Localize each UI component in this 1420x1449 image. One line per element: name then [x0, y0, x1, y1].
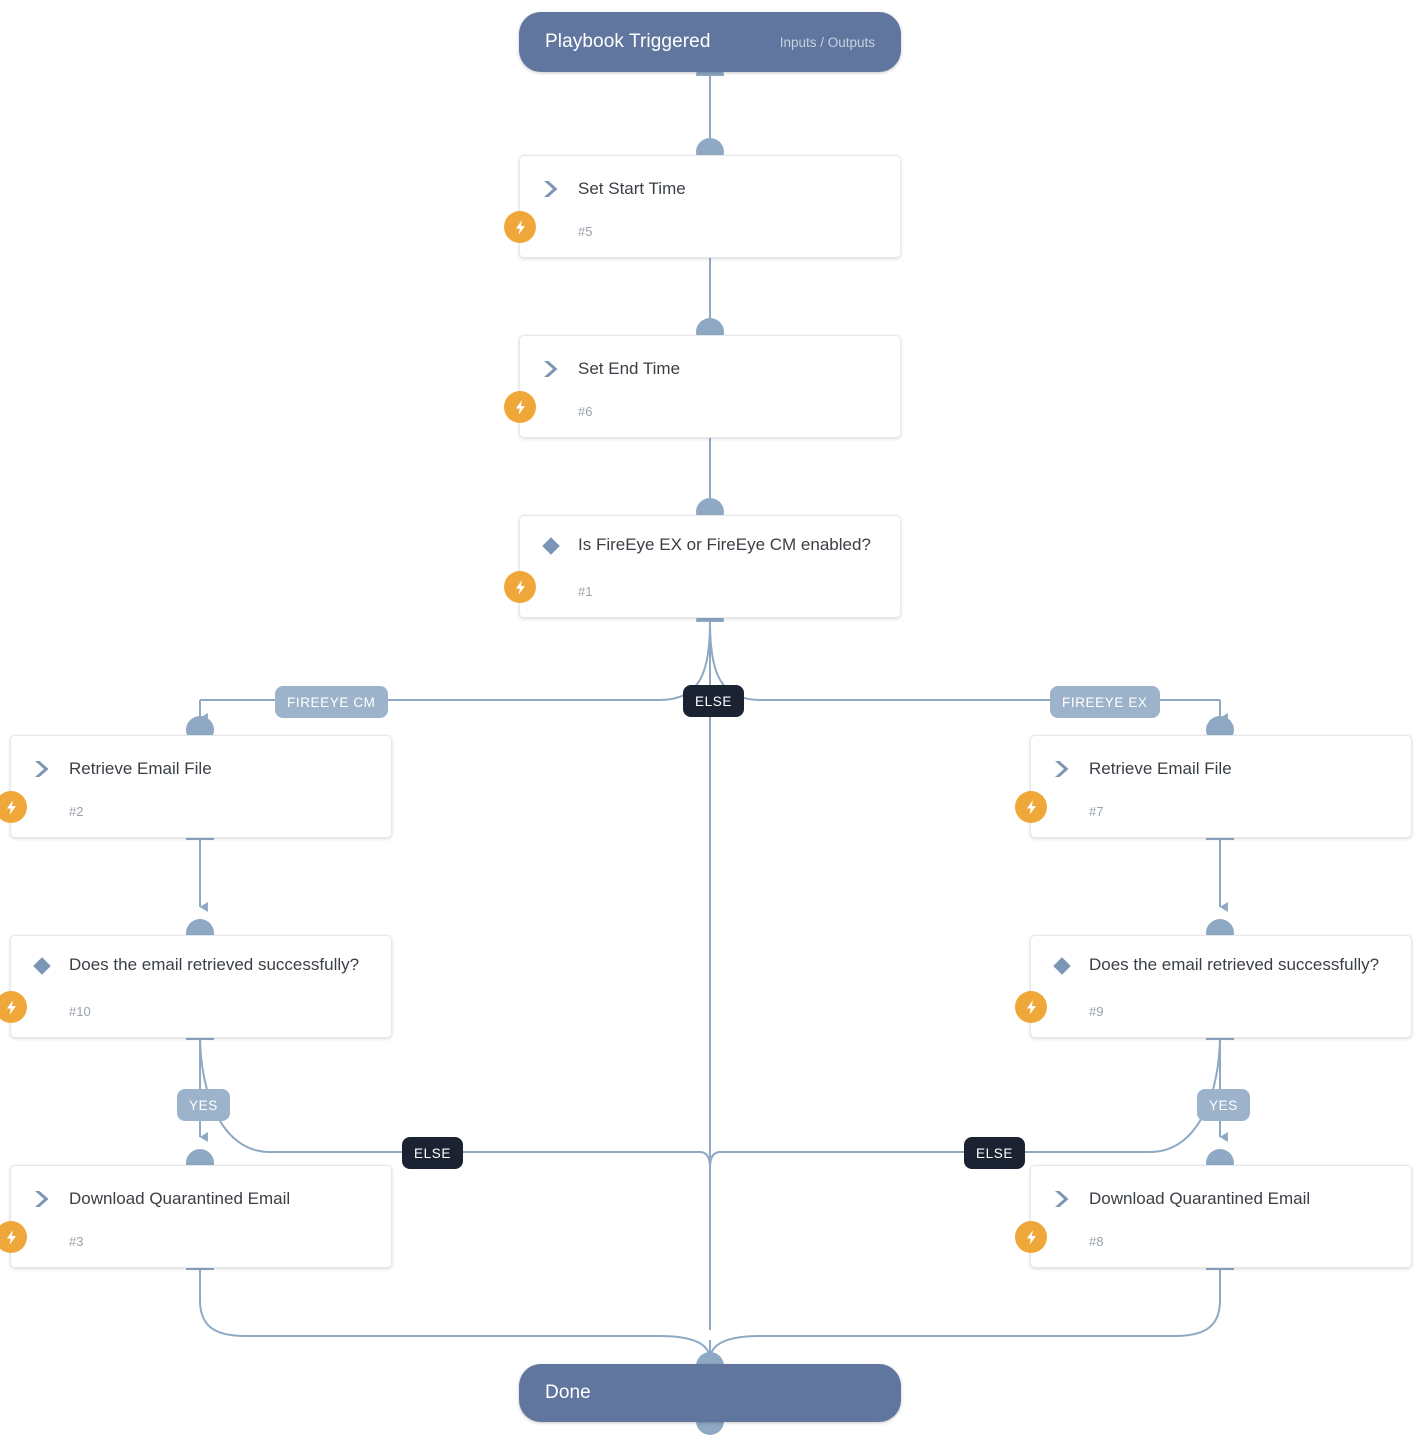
node-title: Download Quarantined Email: [69, 1189, 291, 1208]
node-download-quarantined-email-ex[interactable]: Download Quarantined Email #8: [1015, 1165, 1412, 1268]
lightning-bolt-icon: [1015, 991, 1047, 1023]
lightning-bolt-icon: [0, 791, 27, 823]
diamond-icon: [31, 955, 53, 977]
node-title: Retrieve Email File: [69, 759, 212, 778]
node-number: #9: [1089, 1004, 1104, 1019]
branch-label-else-right[interactable]: ELSE: [964, 1137, 1025, 1169]
node-email-retrieved-cm[interactable]: Does the email retrieved successfully? #…: [0, 935, 392, 1038]
branch-label-text: ELSE: [414, 1145, 451, 1161]
node-set-start-time[interactable]: Set Start Time #5: [504, 155, 901, 258]
branch-label-text: ELSE: [695, 693, 732, 709]
node-set-end-time[interactable]: Set End Time #6: [504, 335, 901, 438]
node-number: #5: [578, 224, 593, 239]
node-number: #1: [578, 584, 593, 599]
node-number: #6: [578, 404, 593, 419]
node-number: #8: [1089, 1234, 1104, 1249]
branch-label-else-top[interactable]: ELSE: [683, 685, 744, 717]
lightning-bolt-icon: [504, 571, 536, 603]
node-title: Does the email retrieved successfully?: [69, 955, 360, 974]
chevron-right-icon: [31, 1188, 53, 1210]
chevron-right-icon: [1051, 758, 1073, 780]
end-node-done[interactable]: Done: [519, 1364, 901, 1422]
branch-label-text: ELSE: [976, 1145, 1013, 1161]
branch-label-yes-left[interactable]: YES: [177, 1089, 230, 1121]
node-retrieve-email-file-ex[interactable]: Retrieve Email File #7: [1015, 735, 1412, 838]
chevron-right-icon: [540, 178, 562, 200]
chevron-right-icon: [540, 358, 562, 380]
node-number: #2: [69, 804, 84, 819]
node-number: #10: [69, 1004, 91, 1019]
node-email-retrieved-ex[interactable]: Does the email retrieved successfully? #…: [1015, 935, 1412, 1038]
trigger-inputs-outputs-link[interactable]: Inputs / Outputs: [779, 34, 875, 50]
node-retrieve-email-file-cm[interactable]: Retrieve Email File #2: [0, 735, 392, 838]
lightning-bolt-icon: [1015, 791, 1047, 823]
lightning-bolt-icon: [504, 211, 536, 243]
chevron-right-icon: [1051, 1188, 1073, 1210]
node-title: Is FireEye EX or FireEye CM enabled?: [578, 535, 871, 554]
trigger-node[interactable]: Playbook Triggered Inputs / Outputs: [519, 12, 901, 72]
branch-label-fireeye-ex[interactable]: FIREEYE EX: [1050, 686, 1160, 718]
node-number: #7: [1089, 804, 1104, 819]
node-title: Set End Time: [578, 359, 681, 378]
end-node-title: Done: [545, 1382, 591, 1403]
chevron-right-icon: [31, 758, 53, 780]
node-download-quarantined-email-cm[interactable]: Download Quarantined Email #3: [0, 1165, 392, 1268]
diamond-icon: [1051, 955, 1073, 977]
node-number: #3: [69, 1234, 84, 1249]
node-title: Set Start Time: [578, 179, 686, 198]
node-title: Retrieve Email File: [1089, 759, 1232, 778]
branch-label-text: YES: [189, 1097, 218, 1113]
node-is-fireeye-enabled[interactable]: Is FireEye EX or FireEye CM enabled? #1: [504, 515, 901, 618]
lightning-bolt-icon: [1015, 1221, 1047, 1253]
branch-label-yes-right[interactable]: YES: [1197, 1089, 1250, 1121]
lightning-bolt-icon: [0, 991, 27, 1023]
node-title: Download Quarantined Email: [1089, 1189, 1311, 1208]
diamond-icon: [540, 535, 562, 557]
branch-label-else-left[interactable]: ELSE: [402, 1137, 463, 1169]
branch-label-fireeye-cm[interactable]: FIREEYE CM: [275, 686, 388, 718]
lightning-bolt-icon: [504, 391, 536, 423]
node-title: Does the email retrieved successfully?: [1089, 955, 1380, 974]
branch-label-text: YES: [1209, 1097, 1238, 1113]
branch-label-text: FIREEYE EX: [1062, 694, 1148, 710]
lightning-bolt-icon: [0, 1221, 27, 1253]
trigger-title: Playbook Triggered: [545, 31, 711, 52]
branch-label-text: FIREEYE CM: [287, 694, 376, 710]
